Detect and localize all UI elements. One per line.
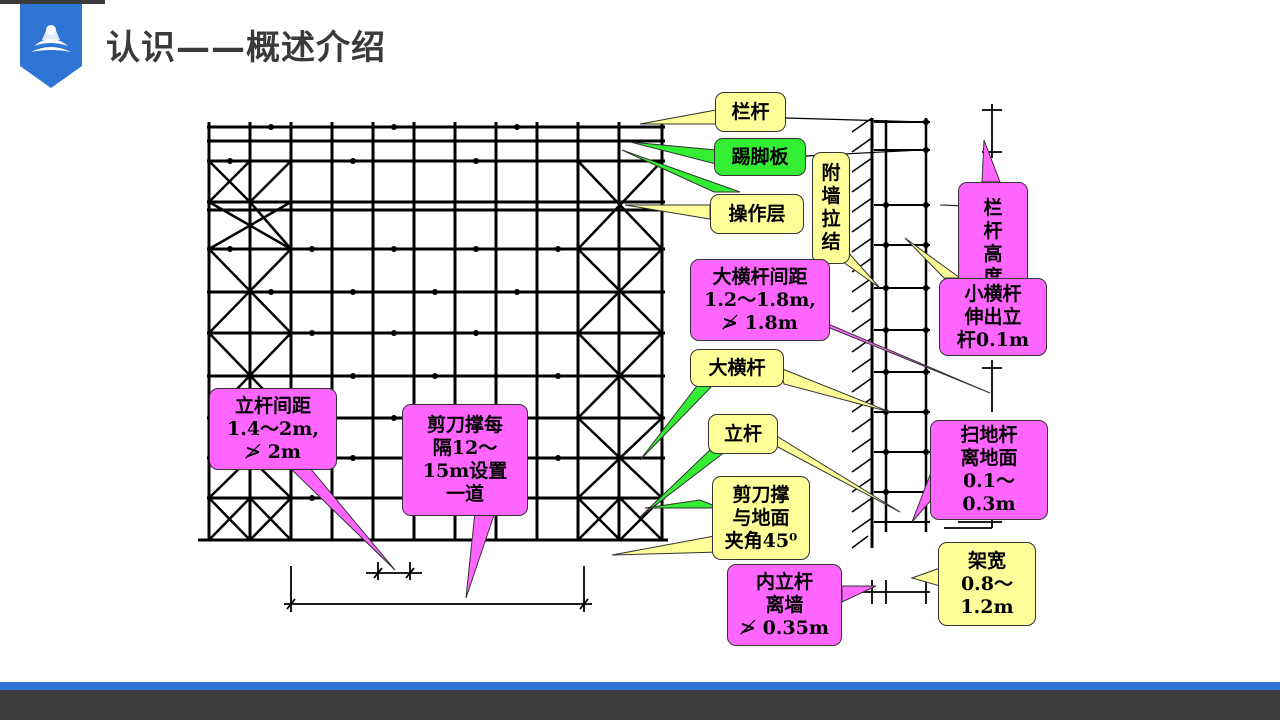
callout-transom-extension: 小横杆 伸出立 杆0.1m (939, 278, 1047, 356)
callout-pointers (288, 109, 1001, 603)
page-title: 认识——概述介绍 (106, 28, 386, 68)
footer-bar (0, 690, 1280, 720)
footer-accent-bar (0, 682, 1280, 690)
callout-wall-tie: 附 墙 拉 结 (812, 152, 850, 264)
callout-bracing-angle: 剪刀撑 与地面 夹角45⁰ (712, 476, 810, 560)
scaffold-section (851, 104, 1002, 604)
callout-ledger: 大横杆 (690, 349, 784, 387)
callout-work-layer: 操作层 (710, 194, 804, 234)
callout-toe-board: 踢脚板 (714, 138, 806, 176)
callout-ledger-spacing: 大横杆间距 1.2～1.8m, ≯ 1.8m (690, 259, 830, 341)
callout-standard-spacing: 立杆间距 1.4～2m, ≯ 2m (209, 388, 337, 470)
callout-inner-standard-wall: 内立杆 离墙 ≯ 0.35m (727, 564, 842, 646)
callout-bracing-interval: 剪刀撑每 隔12～ 15m设置 一道 (402, 404, 528, 516)
callout-standard: 立杆 (708, 414, 778, 454)
top-accent-bar (0, 0, 105, 4)
logo-badge (20, 4, 82, 88)
logo-icon (31, 25, 71, 52)
callout-frame-width: 架宽 0.8～ 1.2m (938, 542, 1036, 626)
callout-railing: 栏杆 (715, 92, 786, 132)
callout-sweep-pole: 扫地杆 离地面 0.1～ 0.3m (930, 420, 1048, 520)
